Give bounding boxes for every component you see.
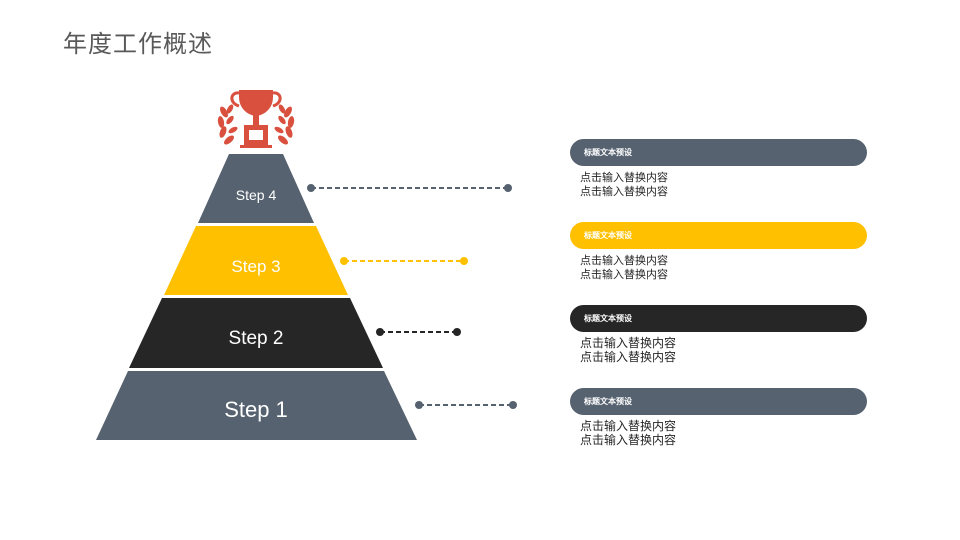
step-1-header: 标题文本预设: [584, 397, 632, 406]
step-2-line-1: 点击输入替换内容: [580, 336, 677, 350]
step-3-header: 标题文本预设: [584, 231, 632, 240]
pyramid-level-4: [198, 154, 314, 223]
step-4-line-2: 点击输入替换内容: [580, 185, 668, 198]
connector-step-4: [307, 184, 512, 192]
pyramid-level-3: [164, 226, 348, 295]
pyramid-level-2: [129, 298, 383, 368]
step-3-line-1: 点击输入替换内容: [580, 254, 668, 267]
step-2-label: Step 2: [229, 328, 284, 349]
step-1-line-1: 点击输入替换内容: [580, 419, 677, 433]
trophy-laurel-icon: [217, 90, 295, 148]
step-1-label: Step 1: [224, 397, 288, 422]
step-3-header-pill: 标题文本预设: [570, 222, 867, 249]
step-3-line-2: 点击输入替换内容: [580, 268, 668, 281]
step-3-description: 点击输入替换内容 点击输入替换内容: [580, 254, 668, 282]
step-4-header-pill: 标题文本预设: [570, 139, 867, 166]
step-4-label: Step 4: [236, 187, 277, 203]
step-1-line-2: 点击输入替换内容: [580, 433, 677, 447]
connector-step-1: [415, 401, 517, 409]
step-2-line-2: 点击输入替换内容: [580, 350, 677, 364]
page-title: 年度工作概述: [63, 30, 213, 58]
step-1-header-pill: 标题文本预设: [570, 388, 867, 415]
step-4-header: 标题文本预设: [584, 148, 632, 157]
pyramid-level-1: [96, 371, 417, 440]
step-4-description: 点击输入替换内容 点击输入替换内容: [580, 171, 668, 199]
step-2-header: 标题文本预设: [584, 314, 632, 323]
connector-step-2: [376, 328, 461, 336]
step-1-description: 点击输入替换内容 点击输入替换内容: [580, 419, 676, 447]
step-2-description: 点击输入替换内容 点击输入替换内容: [580, 336, 676, 364]
connector-step-3: [340, 257, 468, 265]
step-2-header-pill: 标题文本预设: [570, 305, 867, 332]
step-3-label: Step 3: [231, 257, 280, 276]
step-4-line-1: 点击输入替换内容: [580, 171, 668, 184]
